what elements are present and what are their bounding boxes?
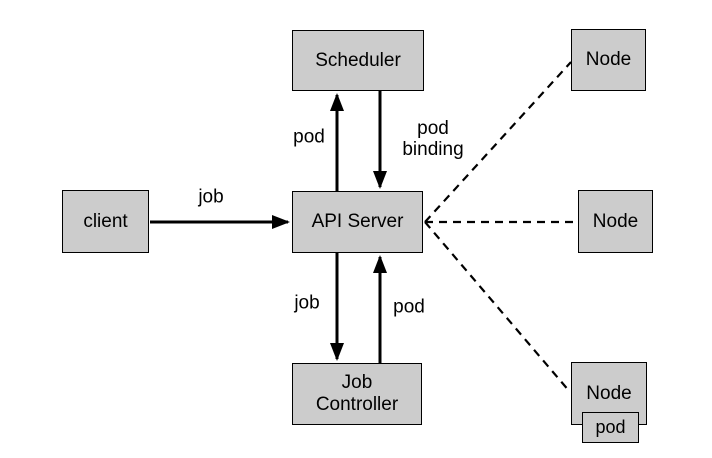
worker-node-middle: Node: [578, 190, 653, 253]
edge-label-job-client-to-api: job: [198, 186, 224, 208]
job-controller-node: Job Controller: [292, 363, 422, 425]
api-server-node: API Server: [292, 191, 423, 253]
scheduler-label: Scheduler: [315, 49, 401, 71]
edge-label-pod-job-controller-to-api: pod: [393, 296, 425, 318]
client-label: client: [83, 210, 128, 232]
dashed-line-api-server-to-node-bottom: [424, 221, 571, 393]
edge-label-pod-binding-scheduler-to-api: pod binding: [402, 118, 464, 160]
worker-node-middle-label: Node: [592, 210, 639, 232]
edge-label-job-api-to-job-controller: job: [294, 292, 320, 314]
client-node: client: [62, 190, 149, 253]
edge-label-pod-api-to-scheduler: pod: [293, 126, 325, 148]
pod-label: pod: [595, 417, 626, 438]
worker-node-top: Node: [571, 29, 646, 91]
worker-node-top-label: Node: [585, 49, 632, 71]
pod-box: pod: [582, 412, 639, 443]
worker-node-bottom-label: Node: [586, 382, 632, 404]
scheduler-node: Scheduler: [292, 30, 424, 91]
job-controller-label: Job Controller: [315, 372, 399, 415]
api-server-label: API Server: [311, 211, 404, 233]
